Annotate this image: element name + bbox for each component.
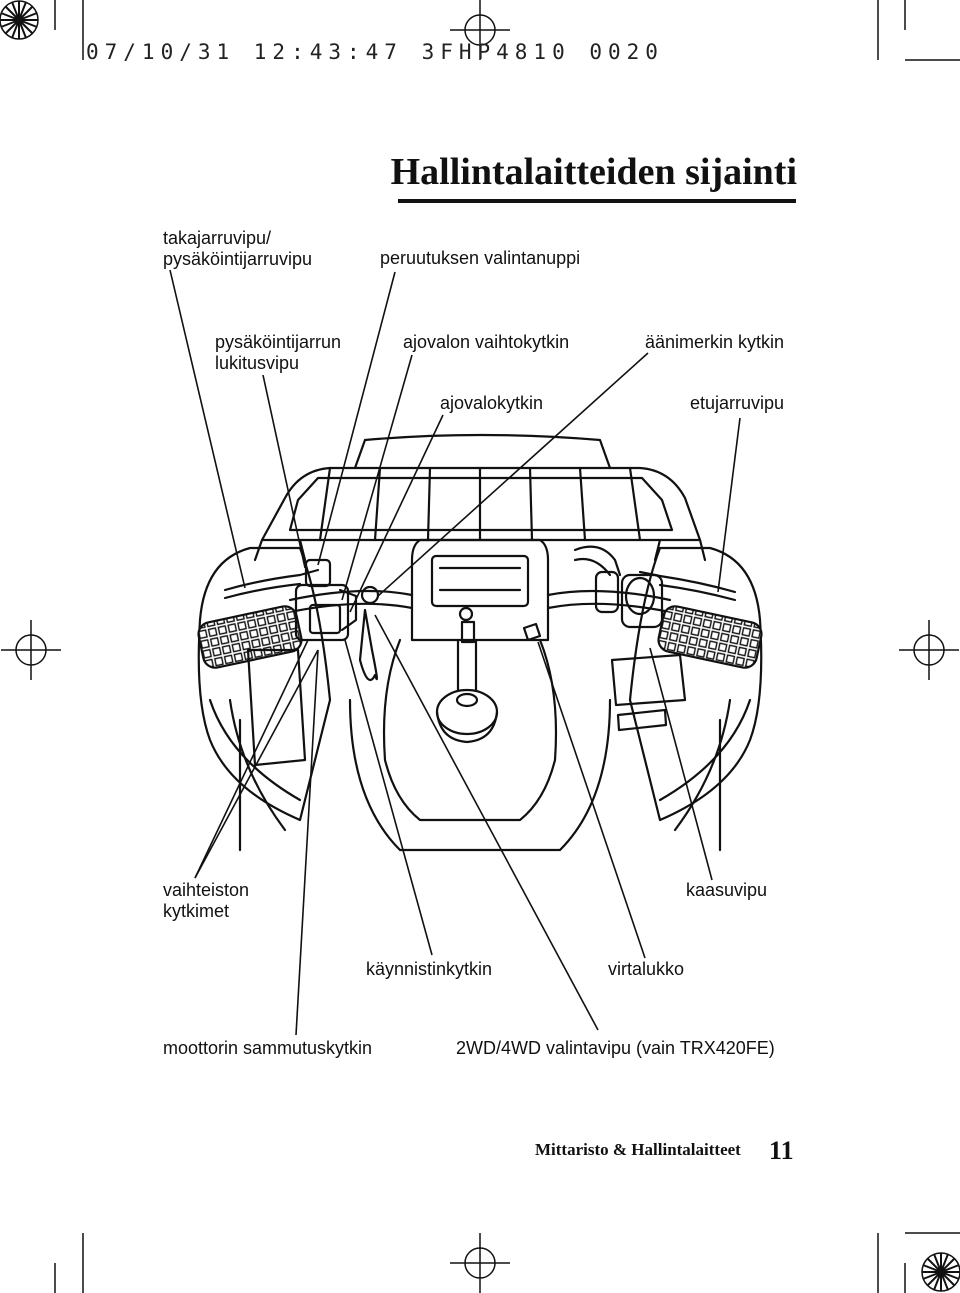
leader-rear-brake <box>169 269 246 589</box>
left-fender <box>197 546 332 822</box>
leader-shift-2 <box>194 649 319 879</box>
leader-drive-select <box>374 614 599 1031</box>
starburst-top-left <box>0 0 39 40</box>
meter-pod <box>410 538 550 642</box>
title-rule <box>398 199 796 203</box>
right-switch-housing <box>620 573 664 629</box>
leader-lines <box>169 269 741 1036</box>
starburst-bottom-right <box>921 1252 960 1292</box>
leader-throttle <box>649 647 713 881</box>
label-parking-brake-lock: pysäköintijarrun lukitusvipu <box>215 332 342 373</box>
crosshair-top <box>450 0 510 60</box>
label-front-brake-lever: etujarruvipu <box>690 393 785 413</box>
leader-start-button <box>344 639 433 956</box>
label-dimmer-switch: ajovalon vaihtokytkin <box>403 332 570 352</box>
page-title: Hallintalaitteiden sijainti <box>390 151 797 193</box>
label-reverse-knob: peruutuksen valintanuppi <box>380 248 581 268</box>
right-grip <box>657 605 763 669</box>
label-rear-brake-lever: takajarruvipu/ pysäköintijarruvipu <box>163 228 313 269</box>
print-stamp: 07/10/31 12:43:47 3FHP4810 0020 <box>86 40 664 64</box>
right-fender <box>628 546 763 822</box>
crosshair-left <box>1 620 61 680</box>
leader-ignition <box>537 641 646 959</box>
crosshair-right <box>899 620 959 680</box>
left-grip <box>197 605 303 669</box>
label-headlight-switch: ajovalokytkin <box>440 393 544 413</box>
ignition-knob <box>360 585 380 605</box>
label-horn-button: äänimerkin kytkin <box>645 332 785 352</box>
left-lever <box>223 568 320 600</box>
leader-dimmer-switch <box>341 354 413 601</box>
leader-reverse-knob <box>317 271 396 566</box>
atv-drawing <box>197 433 763 852</box>
label-ignition-switch: virtalukko <box>608 959 685 979</box>
leader-shift-1 <box>194 639 309 879</box>
footer-section-title: Mittaristo & Hallintalaitteet <box>535 1140 741 1159</box>
crop-marks <box>54 0 960 1293</box>
front-rack <box>253 433 707 562</box>
fuel-tank <box>382 638 558 822</box>
leader-horn-button <box>377 352 649 597</box>
label-shift-switches: vaihteiston kytkimet <box>163 880 250 921</box>
steering-column <box>456 638 478 692</box>
label-engine-stop-switch: moottorin sammutuskytkin <box>163 1038 373 1058</box>
fuel-cap <box>435 688 499 736</box>
page-number: 11 <box>769 1136 794 1165</box>
leader-headlight-switch <box>349 414 444 613</box>
leader-front-brake <box>717 417 741 593</box>
leader-parking-lock <box>262 374 306 569</box>
label-drive-select-lever: 2WD/4WD valintavipu (vain TRX420FE) <box>456 1038 775 1058</box>
crosshair-bottom <box>450 1233 510 1293</box>
label-start-button: käynnistinkytkin <box>366 959 493 979</box>
label-throttle-lever: kaasuvipu <box>686 880 768 900</box>
leader-engine-stop <box>295 649 319 1036</box>
right-lever <box>638 570 737 602</box>
